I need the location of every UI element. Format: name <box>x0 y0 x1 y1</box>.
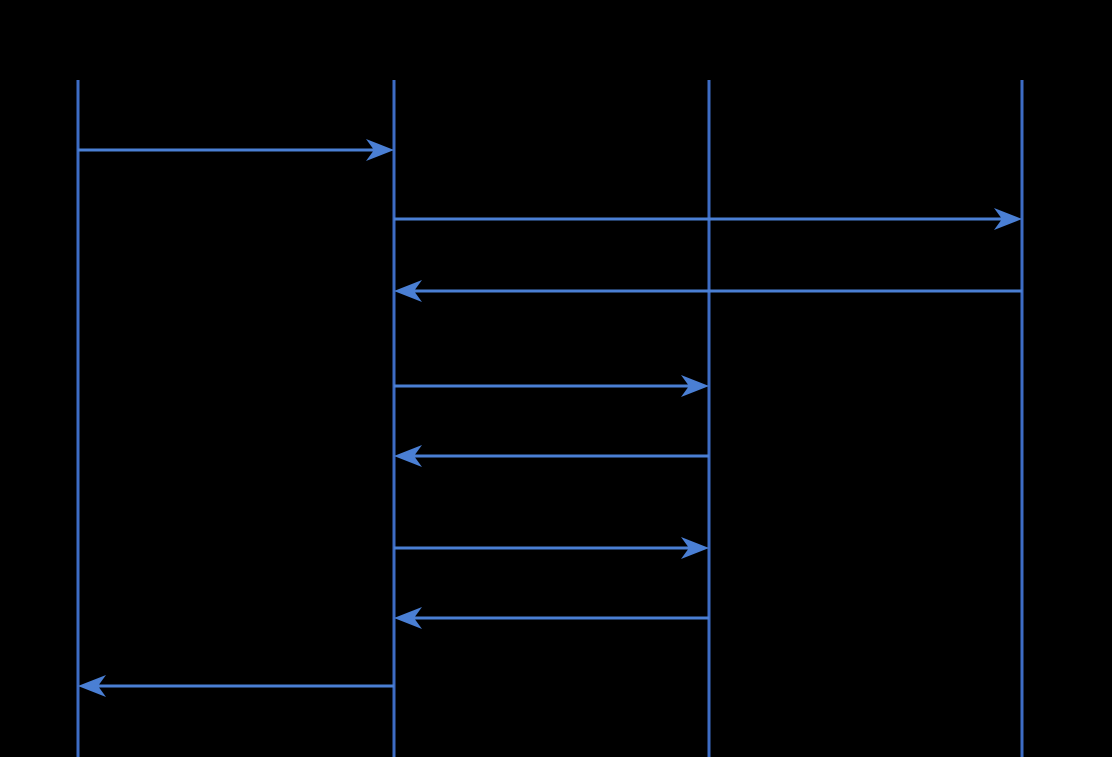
message-2[interactable] <box>394 208 1022 230</box>
message-6-arrowhead-icon <box>681 537 709 559</box>
message-4-arrowhead-icon <box>681 375 709 397</box>
message-8-arrowhead-icon <box>78 675 106 697</box>
message-1-arrowhead-icon <box>366 139 394 161</box>
message-8[interactable] <box>78 675 394 697</box>
message-3-arrowhead-icon <box>394 280 422 302</box>
lifelines-group <box>76 80 1024 757</box>
message-7[interactable] <box>394 607 709 629</box>
message-2-arrowhead-icon <box>994 208 1022 230</box>
message-6[interactable] <box>394 537 709 559</box>
message-4[interactable] <box>394 375 709 397</box>
message-7-arrowhead-icon <box>394 607 422 629</box>
message-5[interactable] <box>394 445 709 467</box>
message-3[interactable] <box>394 280 1022 302</box>
message-5-arrowhead-icon <box>394 445 422 467</box>
message-1[interactable] <box>78 139 394 161</box>
